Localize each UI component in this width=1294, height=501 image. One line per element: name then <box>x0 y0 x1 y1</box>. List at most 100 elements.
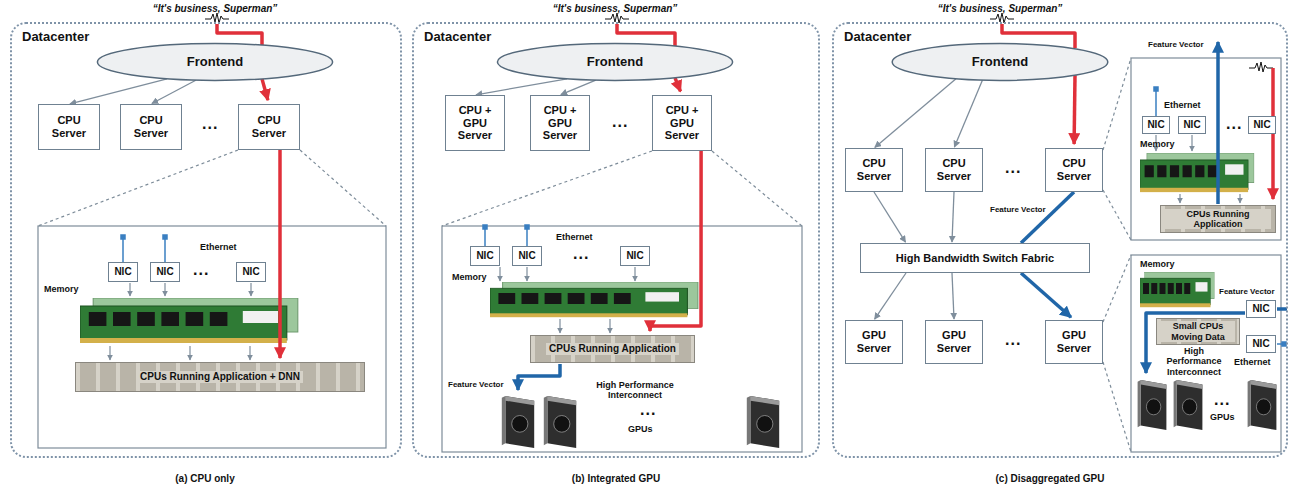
zoom-leader <box>1103 362 1131 452</box>
node-text: CPUs Running Application + DNN <box>137 371 303 383</box>
node-text: CPU + GPU Server <box>534 104 586 142</box>
node-text: NIC <box>1252 338 1269 350</box>
server-box: CPU + GPU Server <box>530 95 590 151</box>
ellipsis: ... <box>193 262 209 278</box>
zoom-leader <box>1103 190 1131 240</box>
part-label: Ethernet <box>1164 100 1201 110</box>
node-text: NIC <box>518 250 535 262</box>
ethernet-wire <box>484 228 486 246</box>
memory-module <box>80 298 298 343</box>
feature-vector-line <box>1277 307 1287 311</box>
node-text: Frontend <box>587 55 643 70</box>
part-label: Memory <box>44 284 79 294</box>
part-label: GPUs <box>1210 412 1235 422</box>
connector <box>278 150 282 358</box>
part-label: High Performance Interconnect <box>1158 346 1230 377</box>
bus-arrow <box>1239 194 1240 203</box>
ellipsis: ... <box>1214 392 1230 408</box>
request-line <box>217 24 262 45</box>
nic-box: NIC <box>236 262 266 282</box>
gpu-card <box>1174 380 1203 430</box>
bus-arrow <box>499 267 500 281</box>
subfigure-caption: (b) Integrated GPU <box>516 473 716 485</box>
zoom-leader <box>712 151 802 226</box>
nic-box: NIC <box>1142 116 1170 134</box>
request-line <box>617 24 675 46</box>
part-label: High Performance Interconnect <box>585 380 685 401</box>
nic-box: NIC <box>620 246 650 266</box>
server-box: CPU Server <box>925 148 983 192</box>
panel-title: Datacenter <box>22 30 89 45</box>
request-path <box>217 24 1273 199</box>
bus-arrow <box>634 267 635 281</box>
request-line <box>1271 134 1275 199</box>
gpu-card <box>1138 380 1167 430</box>
nic-box: NIC <box>1246 300 1276 318</box>
zoom-leaders <box>38 58 1131 452</box>
connector <box>875 273 906 319</box>
gpu-card <box>1248 380 1277 430</box>
server-box: CPU + GPU Server <box>445 95 505 151</box>
request-quote: “It's business, Superman” <box>550 3 680 15</box>
node-text: NIC <box>242 266 259 278</box>
connector <box>70 79 167 104</box>
ellipsis: ... <box>1005 160 1021 176</box>
memory-module <box>1140 153 1254 192</box>
frontend-ellipse: Frontend <box>95 42 335 82</box>
nic-box: NIC <box>512 246 542 266</box>
bus-arrow <box>609 319 610 333</box>
cpu-box: CPUs Running Application + DNN <box>75 362 365 392</box>
ethernet-wire <box>526 228 528 246</box>
connector <box>650 151 701 331</box>
connector <box>952 192 954 242</box>
server-box: CPU Server <box>238 104 300 150</box>
bus-arrow <box>109 346 110 360</box>
part-label: Feature Vector <box>1148 40 1204 49</box>
zoom-box <box>442 226 802 452</box>
nic-box: NIC <box>150 262 180 282</box>
panel-title: Datacenter <box>844 30 911 45</box>
bus-arrow <box>1179 194 1180 203</box>
zoom-leader <box>300 150 386 226</box>
request-quote: “It's business, Superman” <box>150 3 280 15</box>
nic-box: NIC <box>1248 116 1276 134</box>
server-box: CPU Server <box>120 104 182 150</box>
server-box: GPU Server <box>925 320 983 364</box>
node-text: GPU Server <box>1049 329 1099 354</box>
node-text: NIC <box>156 266 173 278</box>
request-line <box>1271 68 1275 116</box>
node-text: CPU Server <box>42 114 96 139</box>
node-text: NIC <box>1253 119 1270 131</box>
ellipsis: ... <box>612 114 628 130</box>
node-text: CPU Server <box>124 114 178 139</box>
connector <box>954 80 982 147</box>
feature-vector-paths <box>518 42 1287 390</box>
node-text: High Bandwidth Switch Fabric <box>896 252 1054 265</box>
node-text: NIC <box>626 250 643 262</box>
ethernet-plug <box>163 235 167 239</box>
nic-box: NIC <box>470 246 500 266</box>
connector <box>561 80 596 94</box>
memory-module <box>490 282 698 317</box>
edge-label: Feature Vector <box>988 205 1048 214</box>
connector <box>1021 192 1074 243</box>
bus-arrow <box>249 346 250 360</box>
node-text: CPU + GPU Server <box>449 104 501 142</box>
zoom-leader <box>442 151 652 226</box>
connector <box>675 78 681 92</box>
frontend-ellipse: Frontend <box>890 42 1110 82</box>
server-box: CPU + GPU Server <box>652 95 712 151</box>
node-text: CPU Server <box>242 114 296 139</box>
bus-arrow <box>129 283 130 296</box>
server-box: CPU Server <box>38 104 100 150</box>
zoom-leader <box>1103 58 1131 150</box>
ethernet-plug <box>525 225 529 229</box>
node-text: NIC <box>1147 119 1164 131</box>
nic-box: NIC <box>1178 116 1206 134</box>
server-box: CPU Server <box>1045 148 1103 192</box>
part-label: Ethernet <box>556 232 593 242</box>
bus-arrow <box>250 283 251 296</box>
server-box: CPU Server <box>845 148 903 192</box>
nic-box: NIC <box>1246 335 1276 353</box>
part-label: GPUs <box>628 424 653 434</box>
